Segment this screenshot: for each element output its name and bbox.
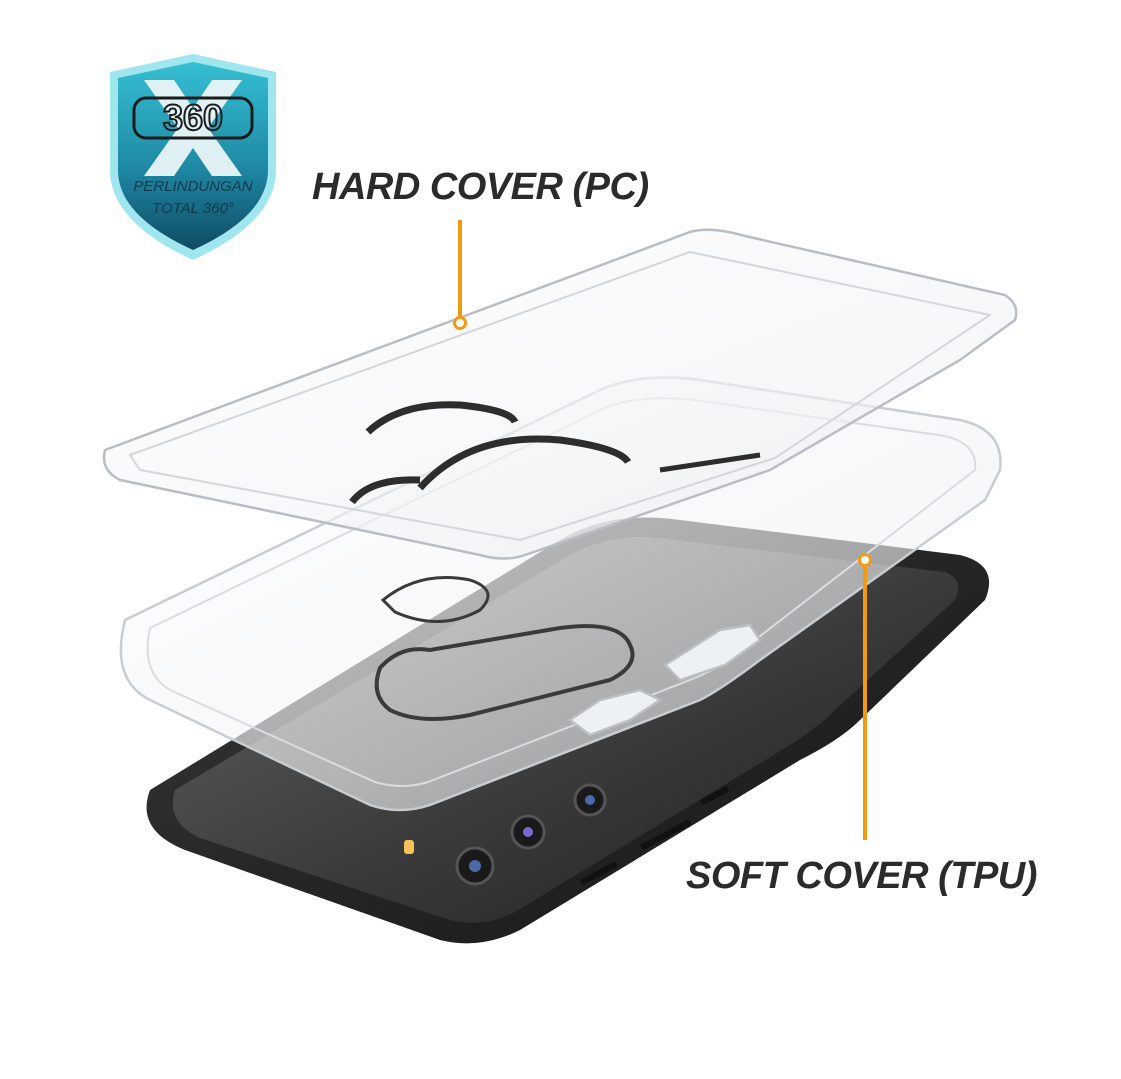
shield-360-icon: 360 [110, 54, 276, 260]
camera-lens-icon [404, 783, 607, 886]
hard-cover-callout-line [458, 220, 462, 320]
hard-cover-label: HARD COVER (PC) [312, 166, 649, 208]
hard-cover-pc [102, 228, 1018, 623]
hard-cover-callout-dot [453, 316, 467, 330]
badge-line-1: PERLINDUNGAN [133, 178, 253, 195]
soft-cover-callout-dot [858, 553, 872, 567]
soft-cover-label: SOFT COVER (TPU) [686, 855, 1037, 897]
badge-line-2: TOTAL 360° [152, 200, 234, 217]
badge-logo-text: 360 [163, 97, 223, 138]
soft-cover-callout-line [863, 565, 867, 840]
protection-badge: 360 PERLINDUNGAN TOTAL 360° [104, 50, 282, 264]
